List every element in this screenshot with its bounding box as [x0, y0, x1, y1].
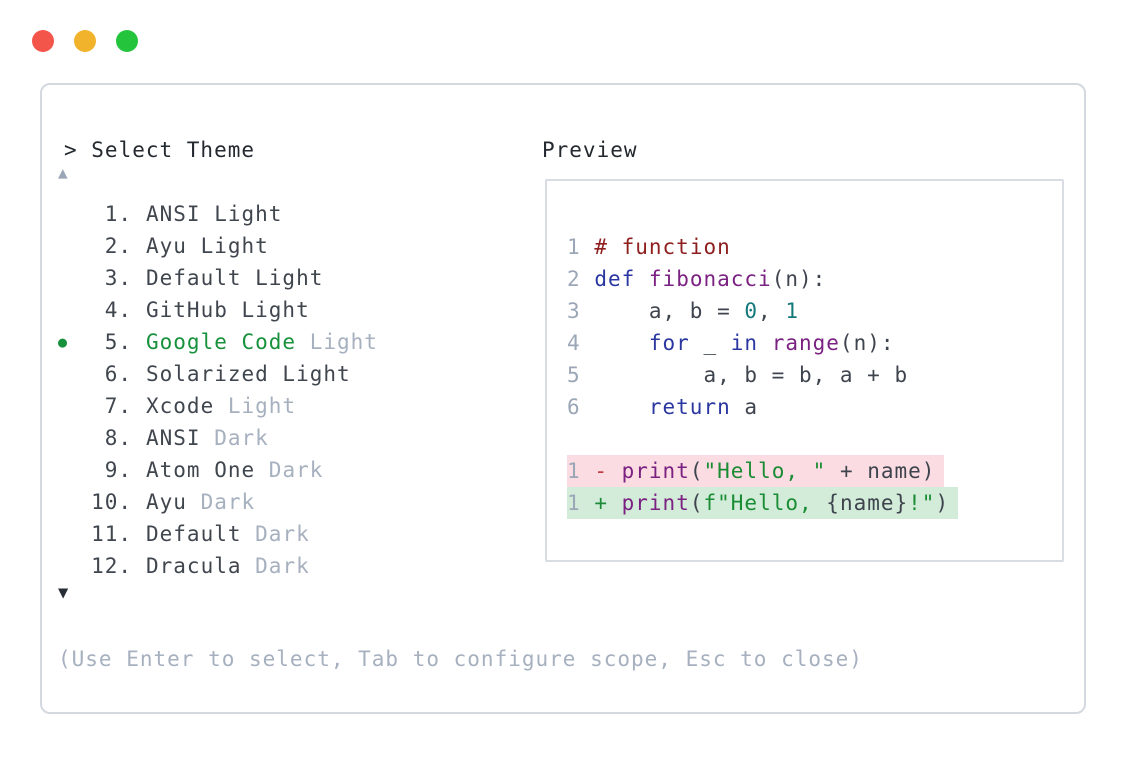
- selected-bullet-icon: ●: [58, 333, 69, 351]
- code-line: 4 for _ in range(n):: [567, 331, 895, 355]
- theme-list-item[interactable]: 2. Ayu Light: [42, 230, 378, 262]
- item-name: Ayu Light: [146, 234, 269, 258]
- item-suffix: Dark: [241, 554, 310, 578]
- theme-list-item[interactable]: ● 5. Google Code Light: [42, 326, 378, 358]
- theme-list-item[interactable]: 4. GitHub Light: [42, 294, 378, 326]
- help-text: (Use Enter to select, Tab to configure s…: [58, 647, 863, 671]
- item-suffix: Light: [214, 394, 297, 418]
- item-name: Google Code: [146, 330, 297, 354]
- code-line: 5 a, b = b, a + b: [567, 363, 909, 387]
- item-number: 8.: [104, 426, 132, 450]
- theme-list-item[interactable]: 10. Ayu Dark: [42, 486, 378, 518]
- item-name: Xcode: [146, 394, 215, 418]
- item-number: 2.: [104, 234, 132, 258]
- minimize-button[interactable]: [74, 30, 96, 52]
- code-line: 1 # function: [567, 235, 731, 259]
- item-name: GitHub Light: [146, 298, 310, 322]
- theme-list-item[interactable]: 11. Default Dark: [42, 518, 378, 550]
- maximize-button[interactable]: [116, 30, 138, 52]
- item-suffix: Light: [296, 330, 378, 354]
- theme-select-prompt: > Select Theme: [64, 138, 256, 162]
- item-name: Default Light: [146, 266, 324, 290]
- theme-list-item[interactable]: 9. Atom One Dark: [42, 454, 378, 486]
- item-number: 9.: [104, 458, 132, 482]
- item-number: 12.: [91, 554, 132, 578]
- item-number: 6.: [104, 362, 132, 386]
- theme-picker-dialog: > Select Theme ▲ 1. ANSI Light 2. Ayu Light…: [40, 83, 1086, 714]
- theme-list-item[interactable]: 1. ANSI Light: [42, 198, 378, 230]
- scroll-up-icon[interactable]: ▲: [58, 163, 69, 182]
- item-suffix: Dark: [186, 490, 256, 514]
- preview-label: Preview: [542, 138, 638, 162]
- item-name: Default: [146, 522, 242, 546]
- code-line-diff-added: 1 + print(f"Hello, {name}!"): [567, 487, 959, 519]
- preview-pane: 1 # function 2 def fibonacci(n): 3 a, b = …: [545, 179, 1064, 562]
- item-suffix: Dark: [200, 426, 269, 450]
- item-suffix: Dark: [241, 522, 310, 546]
- item-name: ANSI Light: [146, 202, 283, 226]
- item-number: 3.: [104, 266, 132, 290]
- item-number: 5.: [104, 330, 132, 354]
- item-number: 7.: [104, 394, 132, 418]
- item-name: Atom One: [146, 458, 256, 482]
- preview-code: 1 # function 2 def fibonacci(n): 3 a, b = …: [567, 231, 959, 519]
- close-button[interactable]: [32, 30, 54, 52]
- item-number: 10.: [91, 490, 132, 514]
- code-line: 6 return a: [567, 395, 759, 419]
- code-line: [567, 423, 958, 455]
- item-name: ANSI: [146, 426, 201, 450]
- code-line: 3 a, b = 0, 1: [567, 299, 799, 323]
- window-controls: [32, 30, 138, 52]
- code-line-diff-removed: 1 - print("Hello, " + name): [567, 455, 958, 487]
- theme-list-item[interactable]: 7. Xcode Light: [42, 390, 378, 422]
- item-name: Dracula: [146, 554, 242, 578]
- item-number: 4.: [104, 298, 132, 322]
- theme-list-item[interactable]: 3. Default Light: [42, 262, 378, 294]
- code-line: 2 def fibonacci(n):: [567, 267, 827, 291]
- theme-list-item[interactable]: 12. Dracula Dark: [42, 550, 378, 582]
- theme-list: 1. ANSI Light 2. Ayu Light 3. Default Light 4.…: [42, 198, 378, 582]
- item-number: 11.: [91, 522, 132, 546]
- item-name: Ayu: [146, 490, 187, 514]
- scroll-down-icon[interactable]: ▼: [58, 583, 70, 603]
- item-name: Solarized Light: [146, 362, 351, 386]
- theme-list-item[interactable]: 6. Solarized Light: [42, 358, 378, 390]
- theme-list-item[interactable]: 8. ANSI Dark: [42, 422, 378, 454]
- item-number: 1.: [104, 202, 132, 226]
- item-suffix: Dark: [255, 458, 324, 482]
